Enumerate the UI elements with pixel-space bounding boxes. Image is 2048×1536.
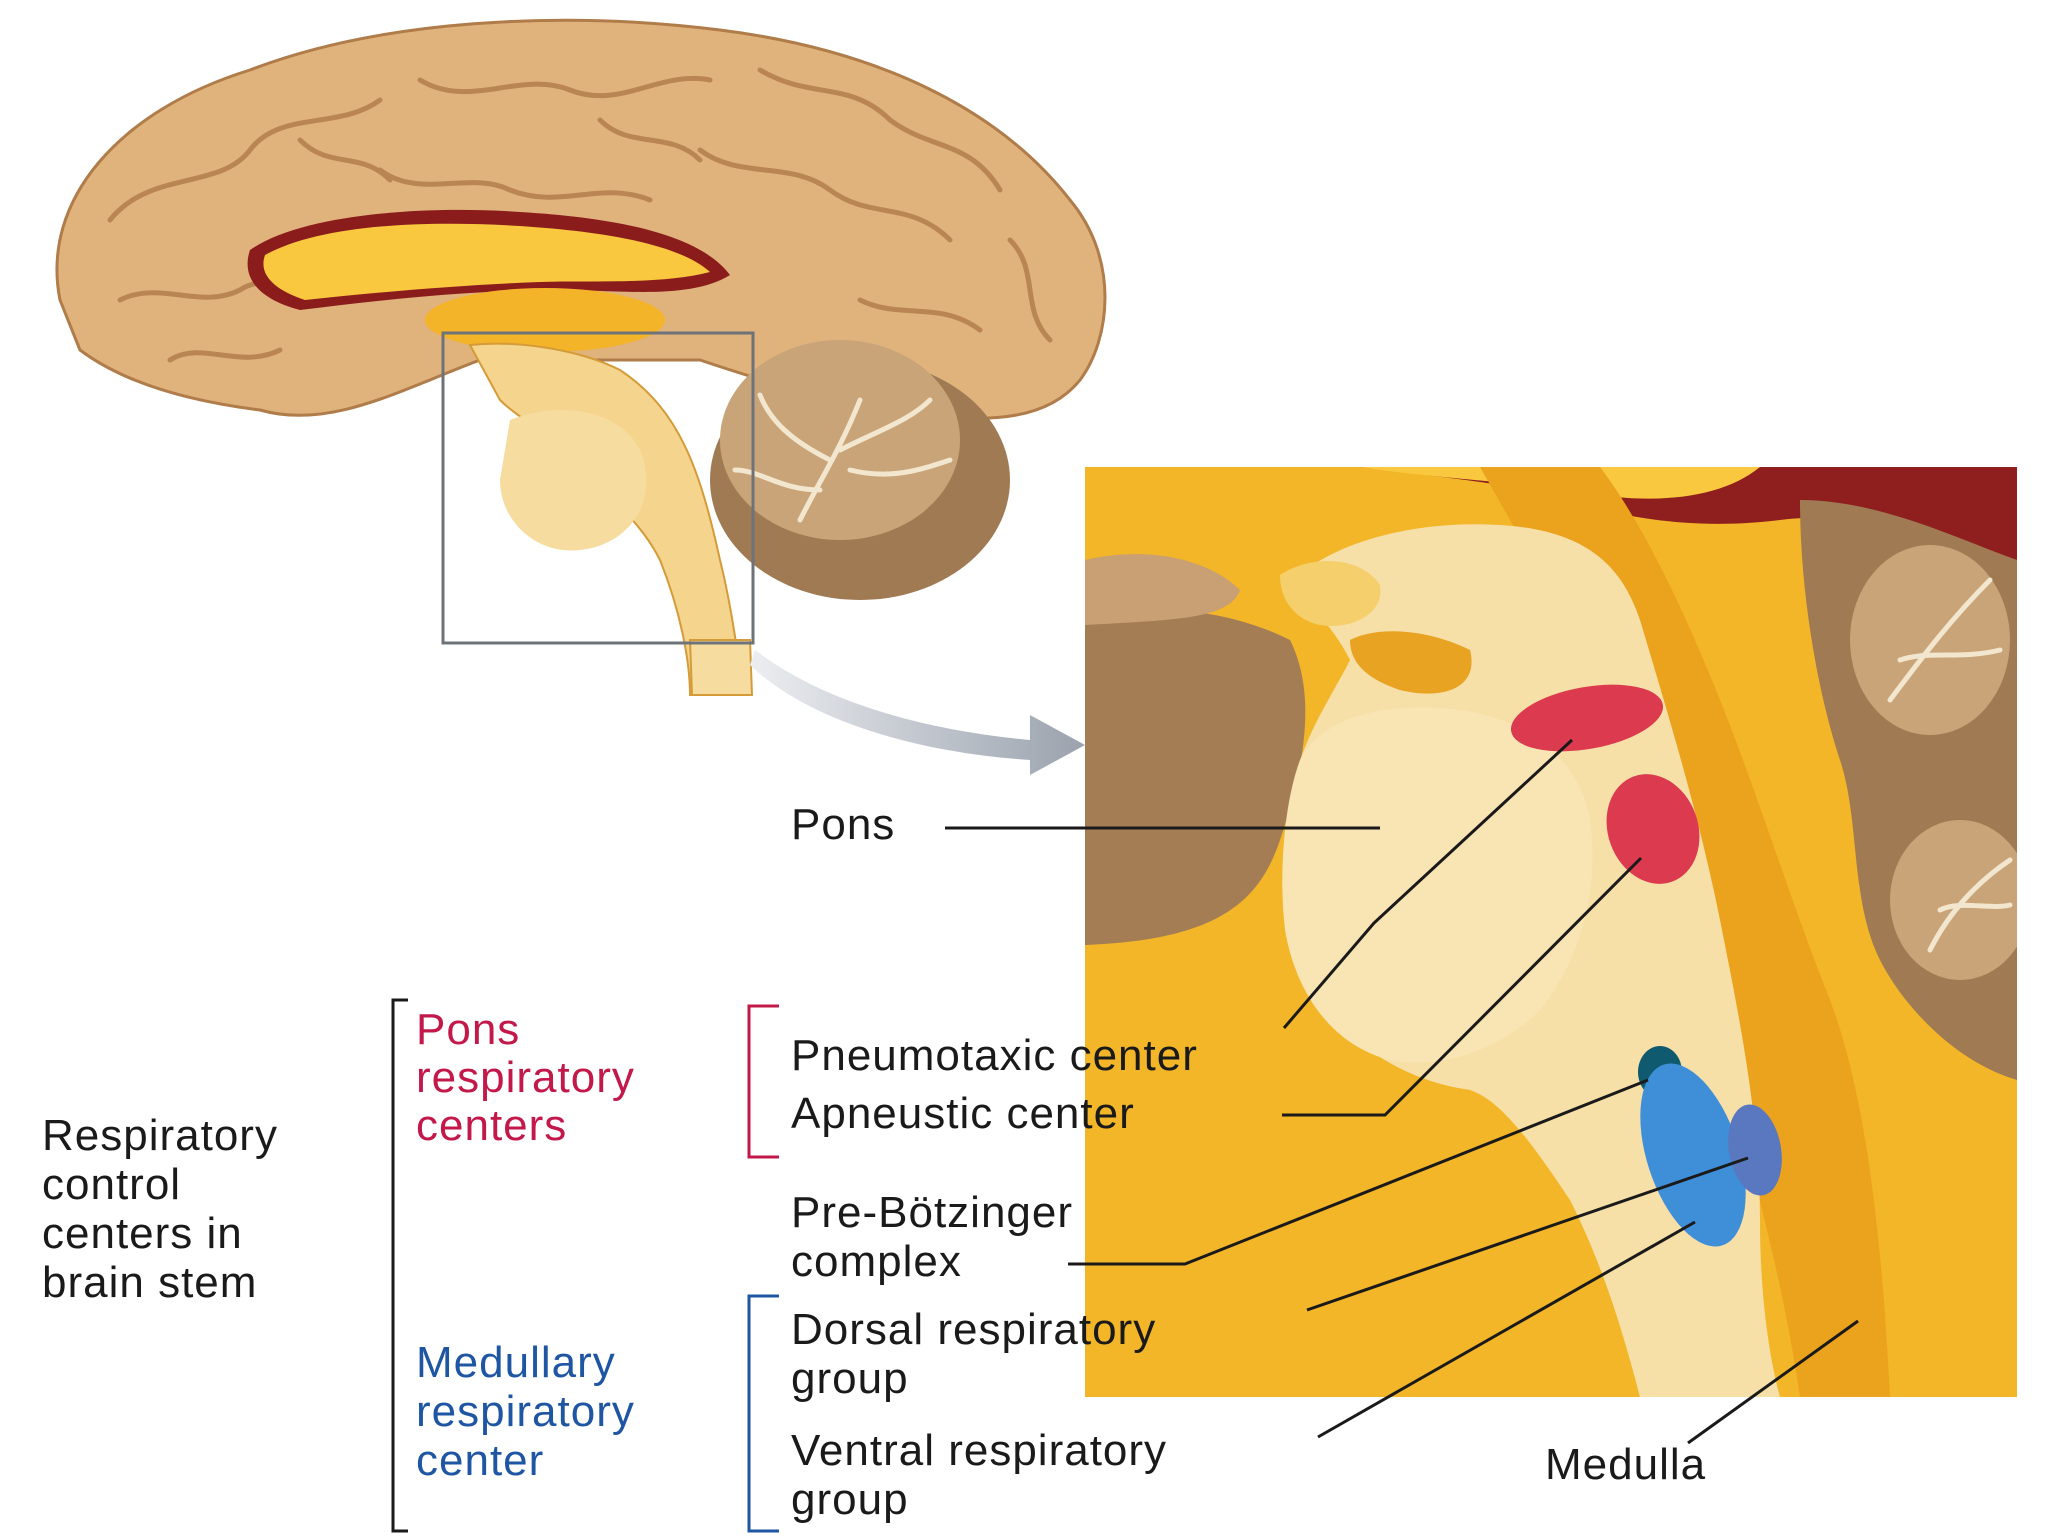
pneumotaxic-center (1510, 684, 1664, 752)
medullary-bracket (747, 1294, 779, 1533)
lateral-ventricle (263, 223, 710, 300)
cerebellum (710, 340, 1010, 600)
label-pre-botzinger-complex: Pre-Bötzinger complex (791, 1188, 1074, 1286)
zoomed-brainstem-panel (1085, 467, 2017, 1397)
leader-lines (945, 738, 1859, 1445)
dorsal-respiratory-group (1728, 1104, 1782, 1196)
label-medulla: Medulla (1545, 1440, 1707, 1489)
main-bracket (391, 998, 408, 1533)
ventral-leader (1317, 1220, 1696, 1439)
label-pneumotaxic-center: Pneumotaxic center (791, 1031, 1198, 1080)
label-apneustic-center: Apneustic center (791, 1089, 1135, 1138)
brain-sagittal-illustration (55, 18, 1107, 696)
group-label-medullary-respiratory-center: Medullary respiratory center (416, 1338, 635, 1485)
group-label-main: Respiratory control centers in brain ste… (42, 1111, 278, 1307)
apneustic-center (1606, 774, 1700, 884)
label-pons: Pons (791, 800, 896, 849)
pre-botzinger-leader (1068, 1078, 1649, 1266)
pons-bracket (747, 1004, 779, 1159)
thalamus (425, 288, 665, 352)
cerebral-gyri (107, 67, 1053, 363)
zoom-arrow (750, 650, 1085, 775)
spinal-cord-stub (688, 639, 754, 696)
upper-pons (500, 410, 647, 551)
label-ventral-respiratory-group: Ventral respiratory group (791, 1426, 1168, 1524)
ventral-respiratory-group (1640, 1063, 1746, 1247)
medulla-leader (1687, 1319, 1859, 1445)
dorsal-leader (1306, 1156, 1749, 1312)
brackets (391, 998, 779, 1533)
zoomed-pons (1282, 707, 1593, 1063)
pneumotaxic-leader (1282, 738, 1574, 1029)
zoom-selection-box (441, 331, 755, 645)
label-dorsal-respiratory-group: Dorsal respiratory group (791, 1305, 1157, 1403)
apneustic-leader (1282, 856, 1643, 1117)
group-label-pons-respiratory-centers: Pons respiratory centers (416, 1005, 635, 1150)
